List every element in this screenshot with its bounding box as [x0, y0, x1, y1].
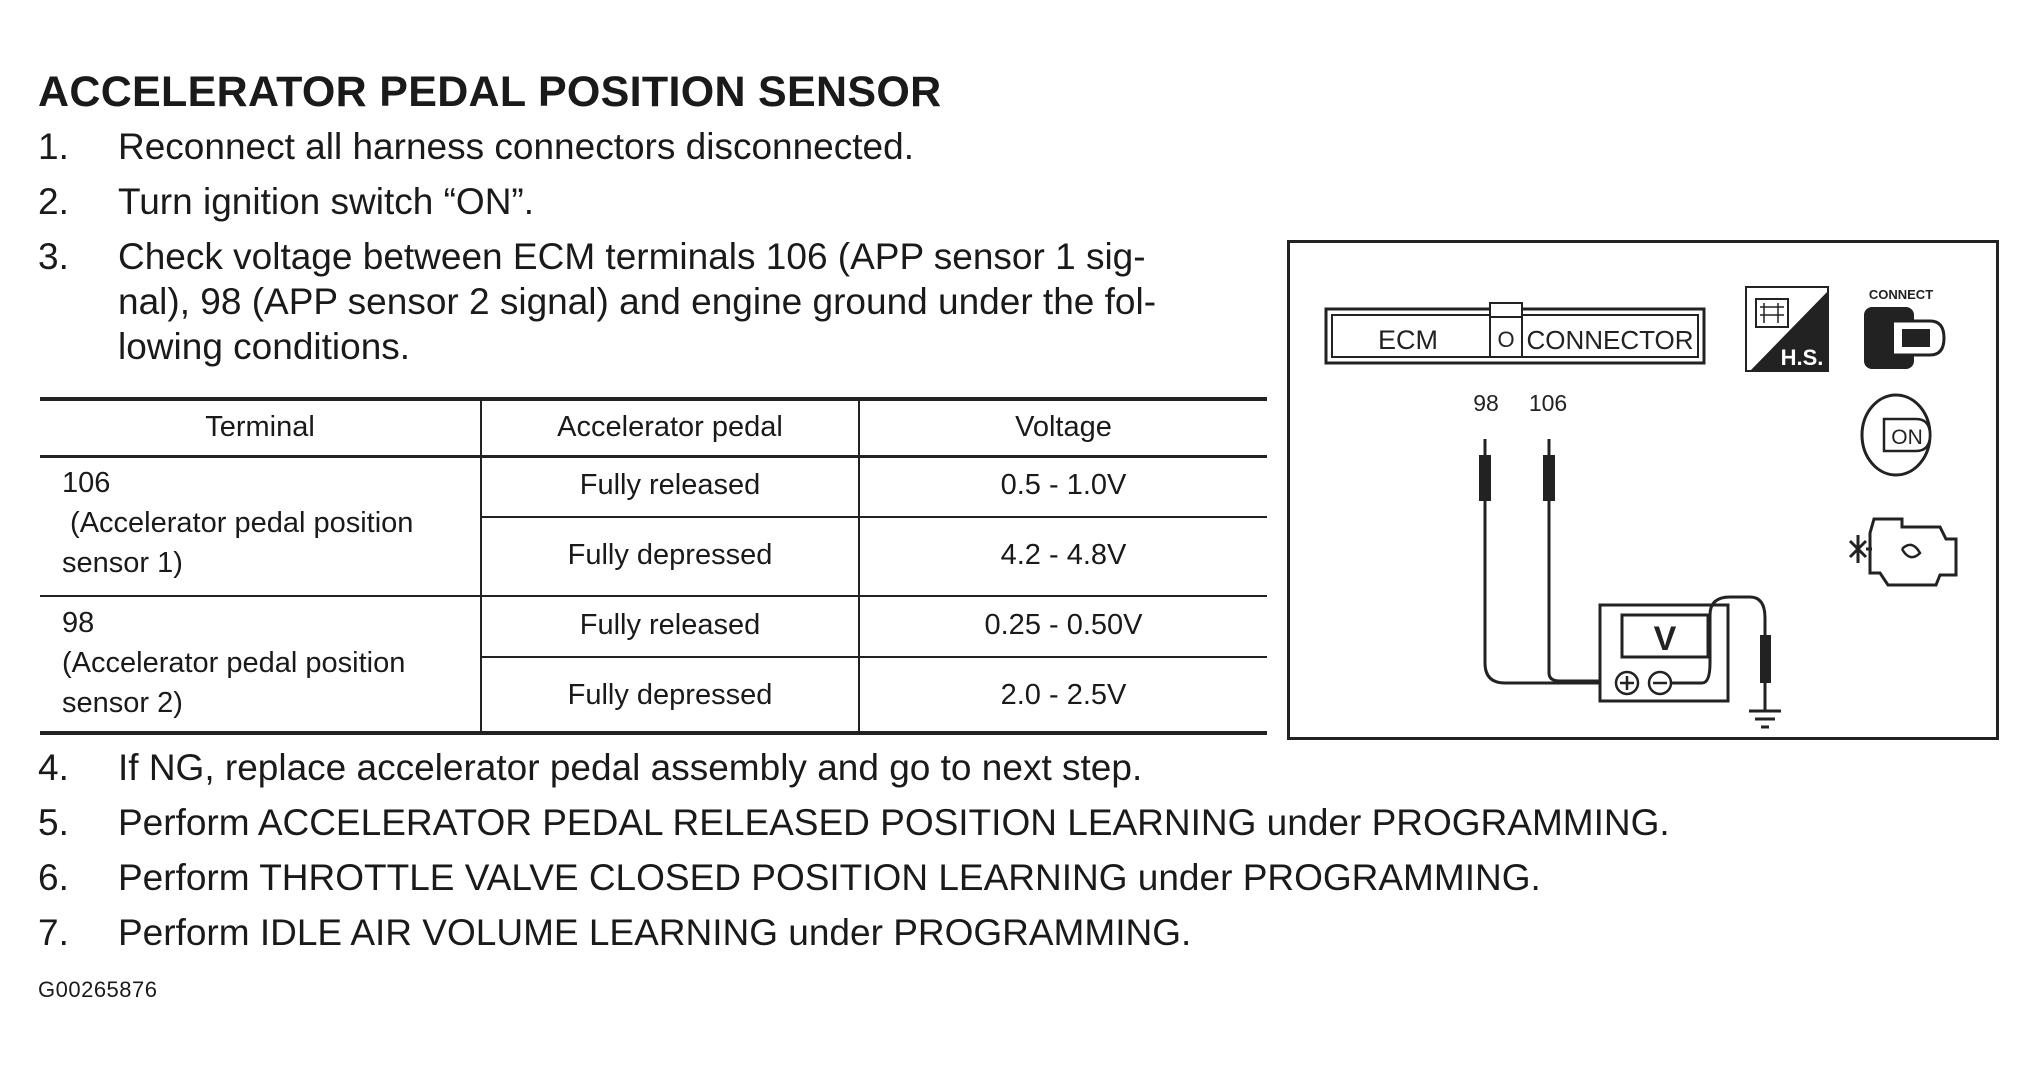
ecm-label: ECM [1378, 325, 1438, 355]
terminal-cell: 106 (Accelerator pedal position sensor 1… [62, 463, 413, 583]
step-text-line: nal), 98 (APP sensor 2 signal) and engin… [118, 281, 1157, 322]
probe-98 [1479, 439, 1491, 663]
pedal-cell: Fully released [579, 469, 761, 501]
pedal-cell: Fully depressed [567, 679, 773, 711]
voltage-cell: 0.25 - 0.50V [984, 609, 1143, 641]
voltmeter-label: V [1654, 620, 1677, 658]
step-text: Check voltage between ECM terminals 106 … [118, 234, 1303, 369]
connect-icon: CONNECT [1864, 287, 1946, 369]
table-rule [40, 731, 1267, 735]
terminal-desc: sensor 1) [62, 547, 183, 579]
engine-icon [1848, 517, 1958, 587]
step-number: 3. [38, 236, 69, 277]
probe-106 [1543, 439, 1555, 673]
table-header-terminal: Terminal [205, 411, 315, 443]
step-text-line: lowing conditions. [118, 326, 411, 367]
hs-label: H.S. [1781, 345, 1824, 370]
terminal-106-label: 106 [1529, 390, 1567, 416]
terminal-98-label: 98 [1473, 390, 1499, 416]
terminal-cell: 98 (Accelerator pedal position sensor 2) [62, 603, 405, 723]
step-text: Perform ACCELERATOR PEDAL RELEASED POSIT… [118, 802, 1670, 843]
step-text: Perform IDLE AIR VOLUME LEARNING under P… [118, 912, 1192, 953]
table-rule [40, 397, 1267, 401]
voltage-cell: 4.2 - 4.8V [1000, 539, 1127, 571]
wiring-diagram: ECM O CONNECTOR 98 106 V [1287, 240, 1999, 740]
voltage-cell: 0.5 - 1.0V [1000, 469, 1127, 501]
ignition-on-icon: ON [1860, 393, 1932, 477]
page-title: ACCELERATOR PEDAL POSITION SENSOR [38, 68, 942, 116]
terminal-desc: (Accelerator pedal position [62, 647, 406, 679]
figure-code: G00265876 [38, 977, 158, 1002]
pedal-cell: Fully depressed [567, 539, 773, 571]
terminal-number: 98 [62, 607, 95, 639]
table-rule [40, 595, 1267, 597]
step-text: Turn ignition switch “ON”. [118, 181, 535, 222]
on-label: ON [1891, 426, 1923, 449]
terminal-desc: sensor 2) [62, 687, 183, 719]
connector-label: CONNECTOR [1526, 325, 1693, 355]
step-number: 7. [38, 912, 69, 953]
voltage-cell: 2.0 - 2.5V [1000, 679, 1127, 711]
step-number: 2. [38, 181, 69, 222]
step-number: 4. [38, 747, 69, 788]
step-text: Reconnect all harness connectors disconn… [118, 126, 914, 167]
voltage-spec-table: Terminal Accelerator pedal Voltage 106 (… [40, 397, 1267, 735]
table-divider [480, 397, 482, 735]
step-number: 6. [38, 857, 69, 898]
table-rule [481, 656, 1267, 658]
harness-sensor-icon: H.S. [1745, 286, 1829, 372]
table-rule [481, 516, 1267, 518]
step-number: 5. [38, 802, 69, 843]
table-rule [40, 455, 1267, 458]
ground-probe [1749, 635, 1781, 729]
terminal-desc: (Accelerator pedal position [62, 507, 414, 539]
table-header-pedal: Accelerator pedal [557, 411, 783, 443]
terminal-number: 106 [62, 467, 111, 499]
table-divider [858, 397, 860, 735]
connect-label: CONNECT [1869, 287, 1933, 302]
step-text: If NG, replace accelerator pedal assembl… [118, 747, 1143, 788]
voltmeter: V [1598, 603, 1730, 703]
table-header-voltage: Voltage [1015, 411, 1112, 443]
pedal-cell: Fully released [579, 609, 761, 641]
step-text: Perform THROTTLE VALVE CLOSED POSITION L… [118, 857, 1541, 898]
step-text-line: Check voltage between ECM terminals 106 … [118, 236, 1146, 277]
ecm-connector: ECM O CONNECTOR [1324, 302, 1706, 365]
step-number: 1. [38, 126, 69, 167]
connector-mark: O [1497, 327, 1514, 352]
